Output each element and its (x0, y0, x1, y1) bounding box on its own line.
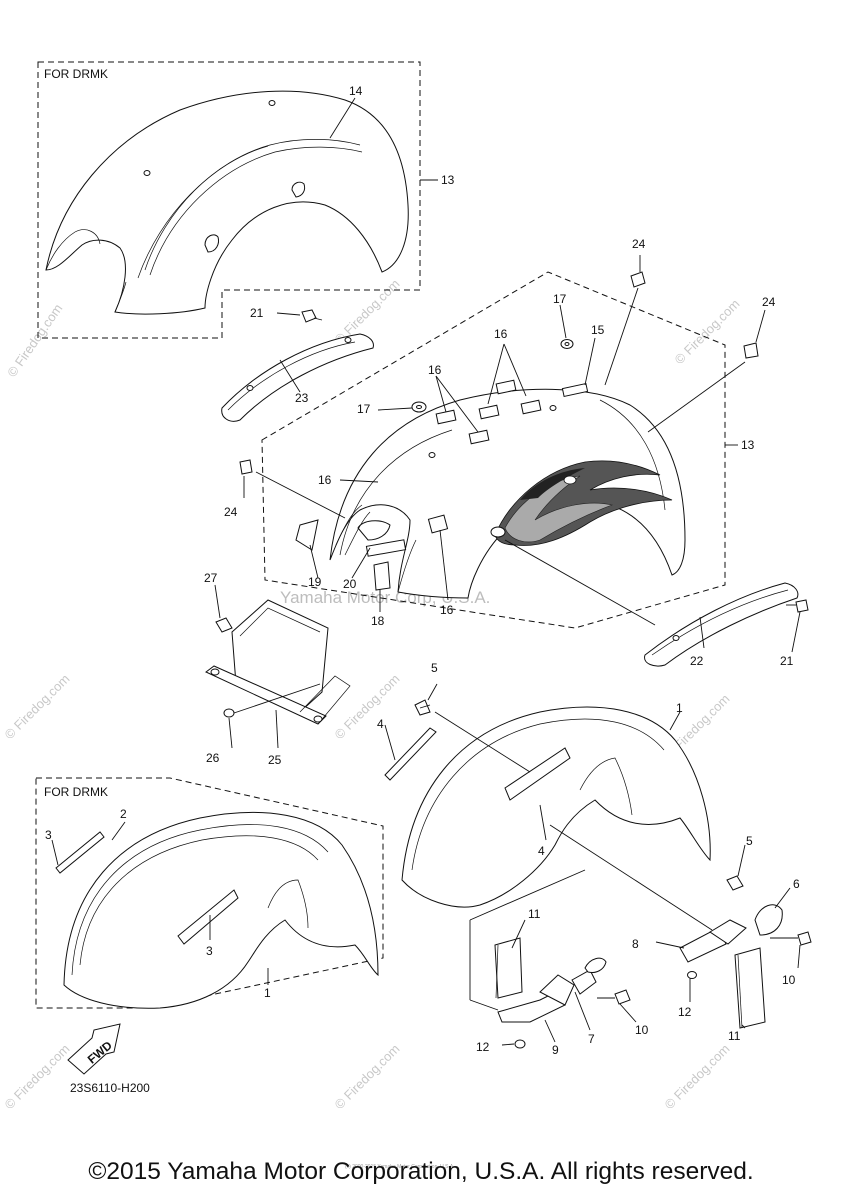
callout-1: 1 (264, 986, 271, 1000)
rear-fender-group: 24 24 24 17 17 15 16 16 16 16 19 20 18 1… (224, 237, 776, 629)
callout-16: 16 (318, 473, 332, 487)
small-print: (c) 2000-2015 Yamaha Motor Corporation, … (345, 1164, 455, 1170)
drmk-rear-fender-group: FOR DRMK 14 13 (37, 61, 455, 339)
for-drmk-label: FOR DRMK (44, 785, 108, 799)
callout-17: 17 (553, 292, 567, 306)
bracket-group: 11 11 6 8 10 10 12 12 7 9 (469, 824, 812, 1057)
for-drmk-label: FOR DRMK (44, 67, 108, 81)
callout-14: 14 (349, 84, 363, 98)
callout-3: 3 (45, 828, 52, 842)
callout-4: 4 (377, 717, 384, 731)
callout-23: 23 (295, 391, 309, 405)
callout-17: 17 (357, 402, 371, 416)
callout-9: 9 (552, 1043, 559, 1057)
callout-13: 13 (441, 173, 455, 187)
callout-16: 16 (428, 363, 442, 377)
callout-26: 26 (206, 751, 220, 765)
callout-5: 5 (431, 661, 438, 675)
watermark-site: © Firedog.com (2, 671, 73, 742)
fwd-arrow: FWD (67, 1023, 121, 1075)
callout-21: 21 (250, 306, 264, 320)
callout-1: 1 (676, 701, 683, 715)
callout-15: 15 (591, 323, 605, 337)
callout-6: 6 (793, 877, 800, 891)
callout-16: 16 (494, 327, 508, 341)
callout-24: 24 (632, 237, 646, 251)
watermark-site: © Firedog.com (2, 1041, 73, 1112)
callout-2: 2 (120, 807, 127, 821)
callout-5: 5 (746, 834, 753, 848)
callout-19: 19 (308, 575, 322, 589)
callout-24: 24 (224, 505, 238, 519)
copyright-notice: ©2015 Yamaha Motor Corporation, U.S.A. A… (88, 1158, 754, 1185)
watermark-site: © Firedog.com (662, 1041, 733, 1112)
callout-27: 27 (204, 571, 218, 585)
callout-3: 3 (206, 944, 213, 958)
callout-18: 18 (371, 614, 385, 628)
callout-11: 11 (528, 907, 541, 921)
rail-group: 21 23 22 21 (221, 306, 809, 668)
callout-21: 21 (780, 654, 794, 668)
drmk-front-fender-group: FOR DRMK 2 3 3 1 (35, 777, 384, 1009)
watermark-site: © Firedog.com (332, 1041, 403, 1112)
watermark-site: © Firedog.com (4, 301, 65, 380)
front-fender-group: 5 4 4 1 5 (377, 661, 753, 908)
callout-20: 20 (343, 577, 357, 591)
diagram-code: 23S6110-H200 (70, 1081, 150, 1095)
callout-22: 22 (690, 654, 704, 668)
callout-12: 12 (476, 1040, 490, 1054)
flame-graphic (490, 460, 673, 546)
callout-4: 4 (538, 844, 545, 858)
callout-8: 8 (632, 937, 639, 951)
callout-25: 25 (268, 753, 282, 767)
callout-16: 16 (440, 603, 454, 617)
watermark-site: © Firedog.com (672, 296, 743, 367)
callout-11: 11 (728, 1029, 741, 1043)
callout-24: 24 (762, 295, 776, 309)
callout-13: 13 (741, 438, 755, 452)
callout-7: 7 (588, 1032, 595, 1046)
watermark-site: © Firedog.com (332, 671, 403, 742)
callout-10: 10 (635, 1023, 649, 1037)
callout-12: 12 (678, 1005, 692, 1019)
callout-10: 10 (782, 973, 796, 987)
license-bracket-group: 27 26 25 (204, 571, 351, 767)
